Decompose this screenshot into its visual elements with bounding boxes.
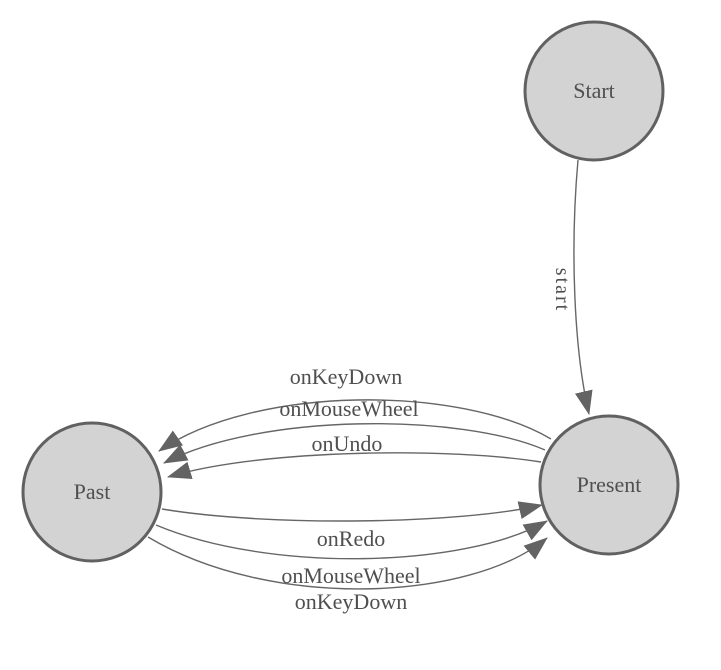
edge-label-onundo: onUndo: [312, 431, 383, 456]
edge-label-group: start onKeyDown onMouseWheel onUndo onRe…: [279, 268, 573, 614]
edge-label-start: start: [551, 268, 573, 312]
edge-past-to-present-onmousewheel: [155, 520, 548, 560]
edge-label-onmousewheel-bottom: onMouseWheel: [281, 563, 420, 588]
state-node-start[interactable]: Start: [523, 20, 665, 162]
node-group: Start Present Past: [21, 20, 680, 563]
state-node-start-circle[interactable]: [523, 20, 665, 162]
state-node-past-circle[interactable]: [21, 421, 163, 563]
state-node-past[interactable]: Past: [21, 421, 163, 563]
edge-present-to-past-onundo: [167, 452, 542, 480]
edge-group: [147, 159, 593, 590]
edge-label-onkeydown-bottom: onKeyDown: [295, 589, 407, 614]
state-node-present-label: Present: [577, 472, 642, 497]
state-node-past-label: Past: [74, 479, 111, 504]
state-node-present-circle[interactable]: [538, 414, 680, 556]
edge-past-to-present-onkeydown: [147, 536, 548, 590]
edge-start-to-present: [573, 159, 593, 415]
edge-label-onkeydown-top: onKeyDown: [290, 364, 402, 389]
edge-present-to-past-onkeydown: [158, 399, 552, 452]
edge-present-to-past-onmousewheel: [163, 423, 546, 464]
edge-label-onredo: onRedo: [317, 526, 385, 551]
state-node-start-label: Start: [573, 78, 615, 103]
state-node-present[interactable]: Present: [538, 414, 680, 556]
edge-label-onmousewheel-top: onMouseWheel: [279, 396, 418, 421]
edge-past-to-present-onredo: [161, 501, 543, 522]
